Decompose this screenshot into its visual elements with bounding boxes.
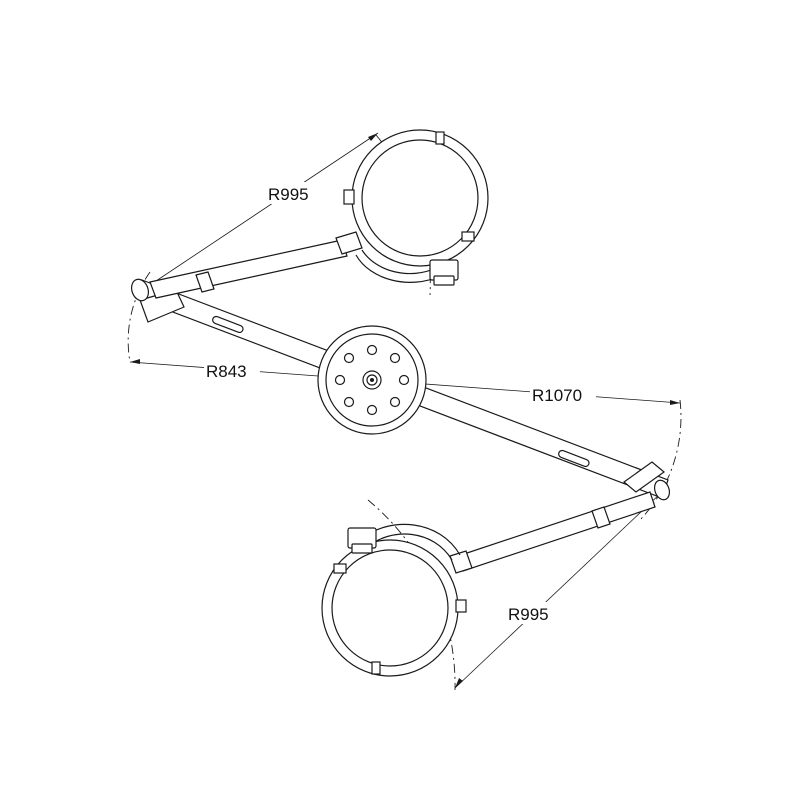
r1070-label: R1070 bbox=[532, 386, 582, 405]
hub-bolt-hole bbox=[366, 344, 378, 356]
upper-arm-end-cap bbox=[335, 231, 363, 255]
lower-head-outer-ring bbox=[321, 539, 459, 677]
upper-light-head bbox=[343, 129, 489, 286]
dimension-labels: R995 R843 R1070 R995 bbox=[204, 182, 596, 624]
left-pivot-arc bbox=[127, 271, 151, 363]
lower-light-head bbox=[321, 523, 467, 677]
right-pivot-bracket bbox=[623, 461, 665, 493]
upper-arm-collar bbox=[195, 271, 215, 293]
hub-bolt-hole bbox=[343, 396, 355, 408]
lower-arm-collar bbox=[591, 506, 611, 529]
upper-arm-tube bbox=[149, 239, 348, 299]
central-hub bbox=[317, 325, 427, 435]
left-pivot-joint bbox=[130, 278, 150, 302]
hub-bolt-hole bbox=[343, 352, 355, 364]
hub-bolt-hole bbox=[366, 404, 378, 416]
lower-head-inner-ring bbox=[331, 549, 449, 667]
hub-bolt-hole bbox=[398, 374, 410, 386]
upper-head-tab bbox=[461, 231, 475, 242]
lower-head-handle-cap bbox=[351, 543, 373, 554]
hub-bolt-hole bbox=[389, 396, 401, 408]
lower-head-tab bbox=[333, 563, 347, 574]
hub-bolt-hole bbox=[389, 352, 401, 364]
lower-arm-tube bbox=[457, 491, 656, 572]
upper-head-tab bbox=[343, 189, 355, 205]
lower-head-tab bbox=[455, 599, 467, 613]
r995-upper-dim-line bbox=[149, 132, 379, 286]
upper-head-handle-cap bbox=[433, 275, 455, 286]
r995-lower-dim-line bbox=[454, 491, 663, 689]
lower-arm-slot bbox=[558, 449, 590, 468]
arrowhead bbox=[670, 400, 680, 405]
upper-head-outer-ring bbox=[351, 129, 489, 267]
arrowhead bbox=[130, 359, 140, 364]
lower-head-tab bbox=[371, 661, 381, 675]
hub-center-outer bbox=[362, 370, 382, 390]
upper-head-yoke-inner bbox=[361, 249, 437, 275]
upper-head-inner-ring bbox=[361, 139, 479, 257]
upper-secondary-arm bbox=[149, 231, 363, 299]
arrowhead bbox=[368, 133, 378, 141]
lower-secondary-arm bbox=[449, 491, 656, 574]
r995-upper-label: R995 bbox=[268, 185, 309, 204]
arrowhead bbox=[455, 678, 463, 688]
hub-center-inner bbox=[366, 374, 378, 386]
lower-arm-end-cap bbox=[449, 550, 473, 574]
hub-center-pin bbox=[370, 378, 374, 382]
hub-inner-ring bbox=[325, 333, 419, 427]
right-pivot-joint bbox=[653, 479, 671, 501]
hub-bolt-hole bbox=[334, 374, 346, 386]
upper-arm-slot bbox=[212, 315, 244, 334]
right-pivot bbox=[623, 461, 671, 501]
r843-label: R843 bbox=[206, 362, 247, 381]
upper-head-tab bbox=[435, 131, 445, 145]
r995-lower-label: R995 bbox=[508, 605, 549, 624]
